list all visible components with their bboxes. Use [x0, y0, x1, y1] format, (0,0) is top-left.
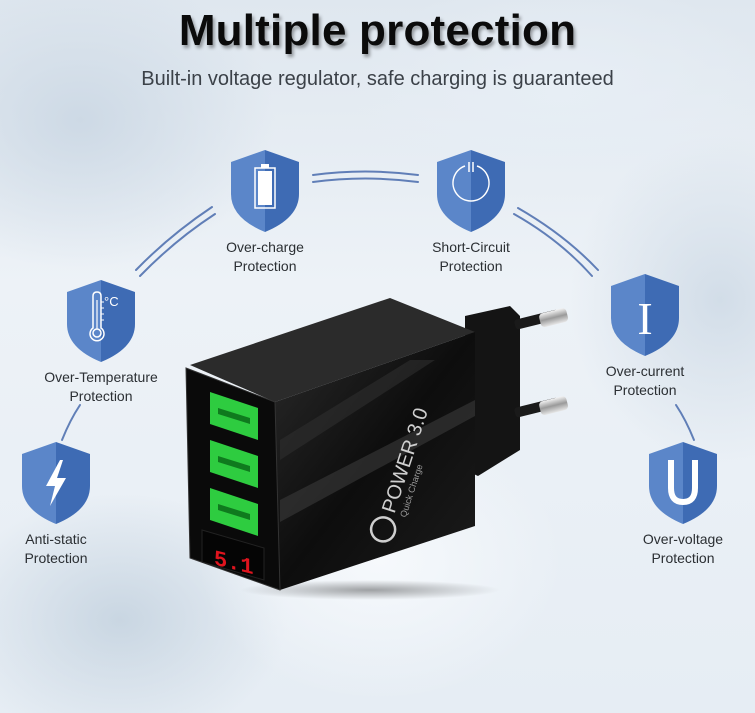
feature-anti-static: Anti-static Protection: [2, 440, 110, 568]
led-display: 5.1: [201, 529, 265, 581]
feature-label-line1: Over-Temperature: [44, 369, 158, 385]
feature-over-current: I Over-current Protection: [585, 272, 705, 400]
page-subtitle: Built-in voltage regulator, safe chargin…: [141, 68, 614, 90]
usb-ports: [210, 392, 258, 536]
lightning-icon: [22, 442, 90, 524]
current-i-icon: I: [611, 274, 679, 356]
feature-over-temperature: °C Over-Temperature Protection: [30, 278, 172, 406]
feature-label-line1: Over-charge: [226, 239, 304, 255]
usb-charger-image: 5.1 POWER 3.0 Quick Charge: [185, 298, 569, 600]
feature-label-line1: Short-Circuit: [432, 239, 510, 255]
plug-base: [465, 306, 520, 476]
feature-label-line2: Protection: [439, 258, 503, 274]
svg-text:°C: °C: [104, 294, 119, 309]
usb-port: [210, 440, 258, 488]
feature-label-line1: Over-voltage: [642, 531, 724, 547]
voltage-u-icon: [649, 442, 717, 524]
feature-short-circuit: Short-Circuit Protection: [406, 148, 536, 276]
feature-over-voltage: Over-voltage Protection: [628, 440, 738, 568]
feature-label-line2: Protection: [233, 258, 297, 274]
usb-port: [210, 488, 258, 536]
plug-pins: [514, 308, 569, 418]
usb-port: [210, 392, 258, 440]
power-icon: [437, 150, 505, 232]
page-title: Multiple protection: [178, 6, 577, 55]
feature-label-line2: Protection: [651, 550, 715, 566]
feature-label-line1: Over-current: [605, 363, 685, 379]
feature-label-line2: Protection: [69, 388, 133, 404]
feature-label-line2: Protection: [24, 550, 88, 566]
feature-label-line2: Protection: [613, 382, 677, 398]
feature-label-line1: Anti-static: [25, 531, 87, 547]
battery-icon: [231, 150, 299, 232]
svg-text:I: I: [637, 293, 652, 344]
feature-over-charge: Over-charge Protection: [200, 148, 330, 276]
thermometer-icon: °C: [67, 280, 135, 362]
